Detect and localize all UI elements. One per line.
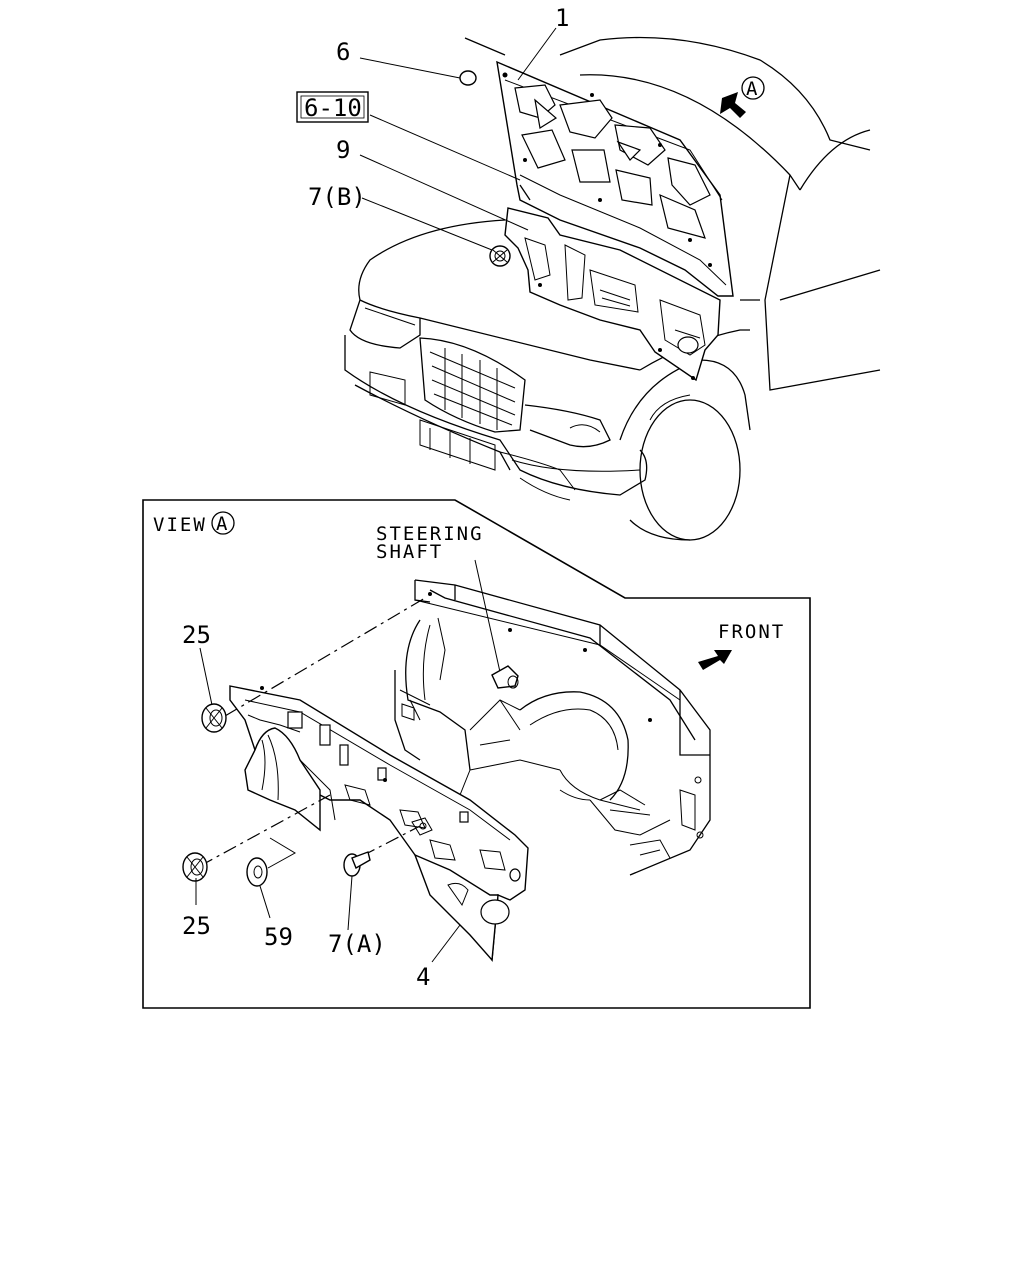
steering-label-1: STEERING — [376, 523, 484, 545]
clip-7b — [489, 245, 511, 267]
callout-25-bottom: 25 — [182, 912, 211, 940]
callout-6: 6 — [336, 38, 350, 66]
view-a-title-letter: A — [216, 513, 228, 535]
view-a-leader-lines — [195, 647, 461, 963]
guide-lines — [199, 597, 426, 869]
callout-9: 9 — [336, 136, 350, 164]
front-label: FRONT — [718, 621, 785, 643]
view-a-frame — [142, 499, 811, 1009]
ref-box-label: 6-10 — [304, 94, 362, 122]
top-leader-lines — [359, 27, 557, 251]
callout-25-top: 25 — [182, 621, 211, 649]
view-a-arrow: A — [720, 76, 765, 118]
callout-7a: 7(A) — [328, 930, 386, 958]
steering-label-2: SHAFT — [376, 541, 443, 563]
callout-4: 4 — [416, 963, 430, 991]
clip-7a — [343, 851, 371, 877]
dash-insulator-panel — [504, 207, 721, 382]
view-a-marker: A — [746, 78, 758, 100]
front-arrow — [698, 650, 732, 670]
cowl-body — [394, 579, 711, 876]
view-a-title-marker: A — [211, 511, 235, 535]
callout-1: 1 — [555, 4, 569, 32]
callout-59: 59 — [264, 923, 293, 951]
hood-panel — [496, 60, 734, 297]
callout-7b: 7(B) — [308, 183, 366, 211]
clip-6 — [459, 70, 477, 86]
dash-insulator-panel-4 — [229, 685, 529, 963]
ref-box-6-10: 6-10 — [296, 91, 369, 123]
view-a-title: VIEW — [153, 514, 207, 536]
plug-59 — [246, 857, 268, 887]
nut-25-top — [201, 703, 227, 733]
vehicle-illustration — [344, 36, 881, 541]
nut-25-bottom — [182, 852, 208, 882]
